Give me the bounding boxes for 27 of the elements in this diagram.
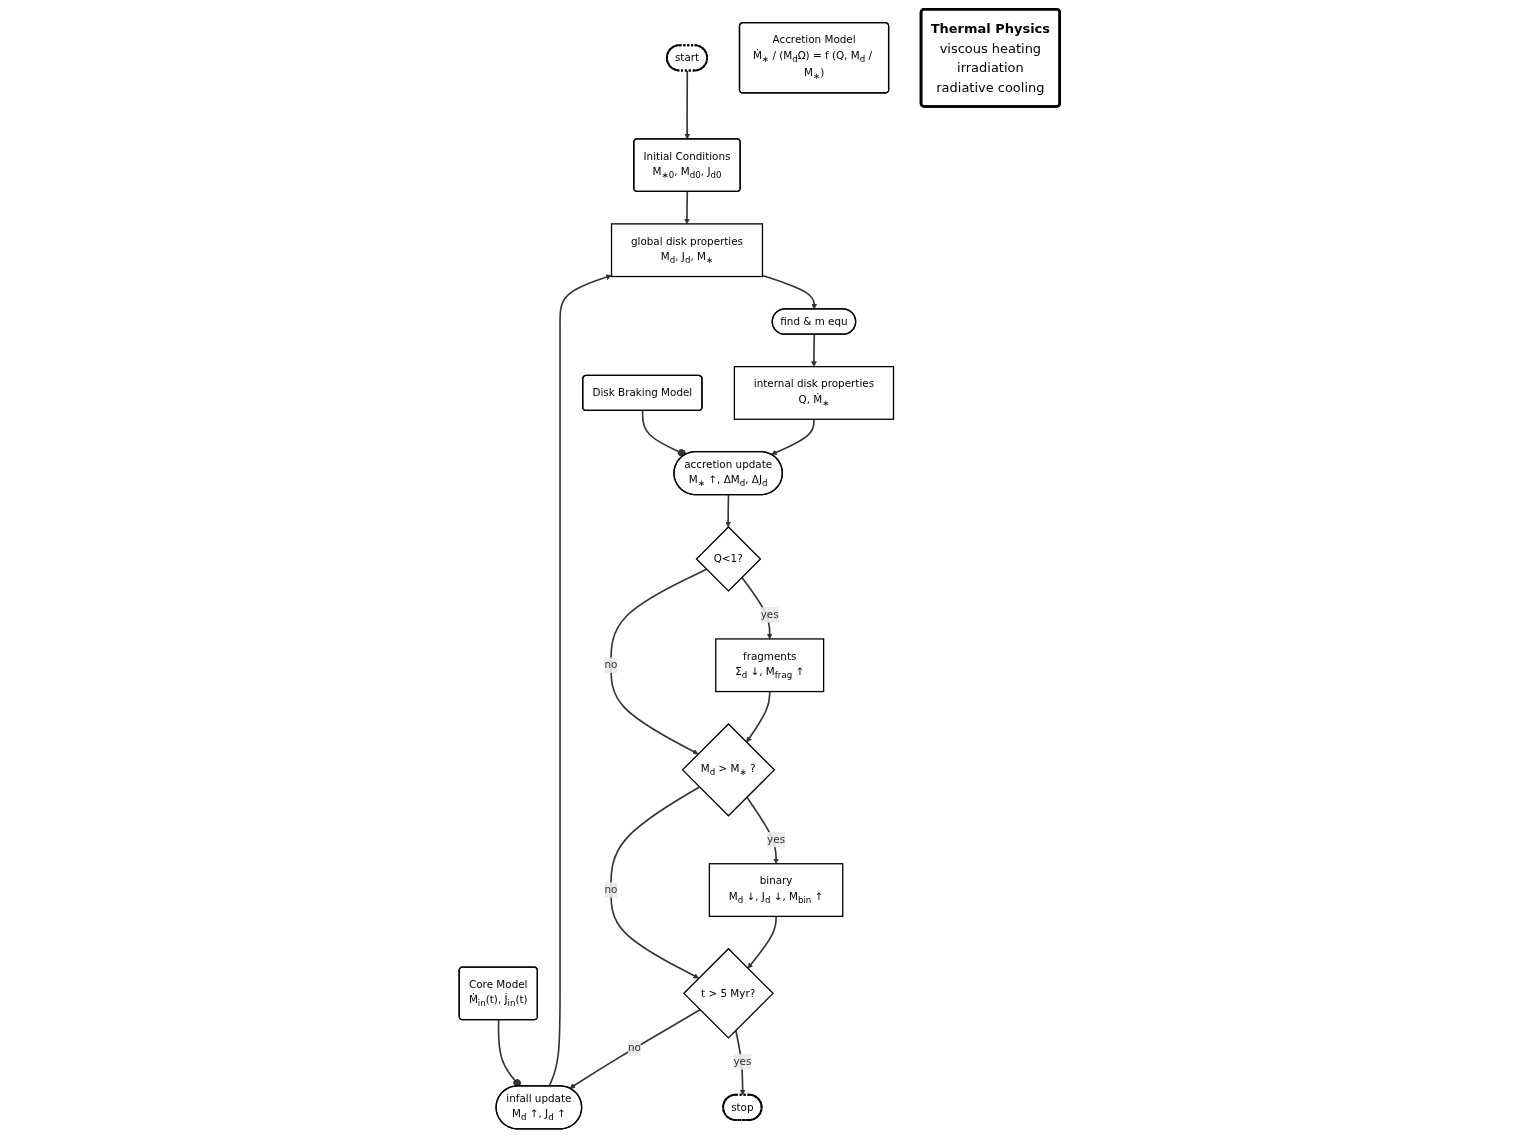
node-diamond: Q<1? [695, 526, 761, 592]
arrow [734, 1029, 745, 1096]
edge-label: no [603, 658, 617, 672]
arrow [724, 494, 731, 528]
edge-label: yes [732, 1055, 751, 1068]
node-box: internal disk properties Q, Ṁ$_{∗}$ [733, 366, 894, 420]
arrow [745, 796, 779, 864]
arrow [740, 576, 773, 640]
node-box: binary M$_{d}$ ↓, J$_{d}$ ↓, M$_{bin}$ ↑ [708, 863, 843, 918]
node-diamond: M$_{d}$ > M$_{∗}$ ? [681, 723, 775, 817]
edge-label: yes [760, 608, 779, 621]
node-box: global disk properties M$_{d}$, J$_{d}$, M$_{∗}$ [610, 223, 763, 278]
arrow [683, 191, 690, 225]
arrow [747, 915, 777, 969]
arrow [810, 333, 817, 367]
edge-label: yes [766, 833, 785, 846]
node-diamond: t > 5 Myr? [682, 947, 774, 1039]
arrow [761, 274, 817, 310]
arrow [609, 568, 707, 755]
node-box: fragments Σ$_{d}$ ↓, M$_{frag}$ ↑ [714, 638, 824, 693]
arrow [770, 418, 815, 456]
edge-label: no [603, 883, 617, 896]
arrow [683, 70, 690, 140]
arrow [609, 786, 700, 979]
arrow [569, 1009, 701, 1089]
edge-label: no [627, 1041, 641, 1055]
arrow [745, 690, 771, 743]
